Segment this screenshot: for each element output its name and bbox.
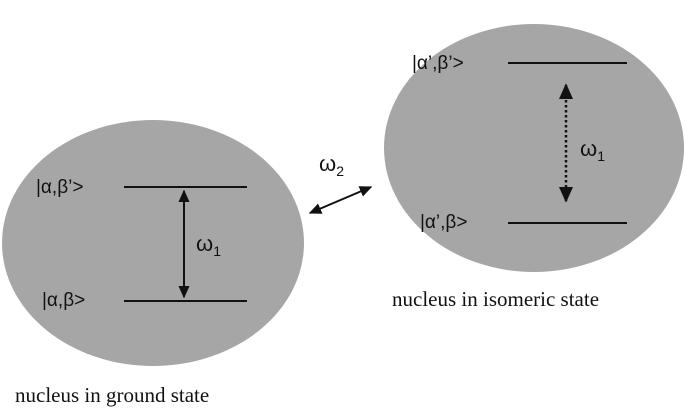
isomeric-nucleus: |α’,β’> |α’,β> ω1 xyxy=(384,24,684,272)
coupling: ω2 xyxy=(308,151,373,214)
isomeric-caption: nucleus in isomeric state xyxy=(392,287,599,311)
ground-transition-label: ω1 xyxy=(196,231,221,259)
ground-nucleus: |α,β’> |α,β> ω1 xyxy=(2,120,304,366)
coupling-label: ω2 xyxy=(319,151,344,179)
isomeric-nucleus-circle xyxy=(384,24,684,272)
ground-caption: nucleus in ground state xyxy=(15,383,209,407)
isomeric-upper-state-label: |α’,β’> xyxy=(412,53,464,74)
isomeric-lower-state-label: |α’,β> xyxy=(420,212,467,233)
ground-upper-state-label: |α,β’> xyxy=(36,177,83,198)
ground-lower-state-label: |α,β> xyxy=(42,290,85,311)
ground-nucleus-circle xyxy=(2,120,304,366)
isomeric-transition-label: ω1 xyxy=(580,136,605,164)
coupling-arrow xyxy=(308,186,373,214)
